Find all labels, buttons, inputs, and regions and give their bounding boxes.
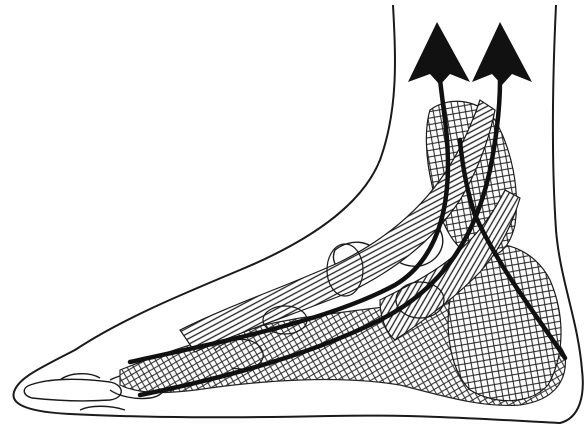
arrow-up-icon [408, 22, 470, 85]
arrow-up-icon [472, 22, 532, 85]
